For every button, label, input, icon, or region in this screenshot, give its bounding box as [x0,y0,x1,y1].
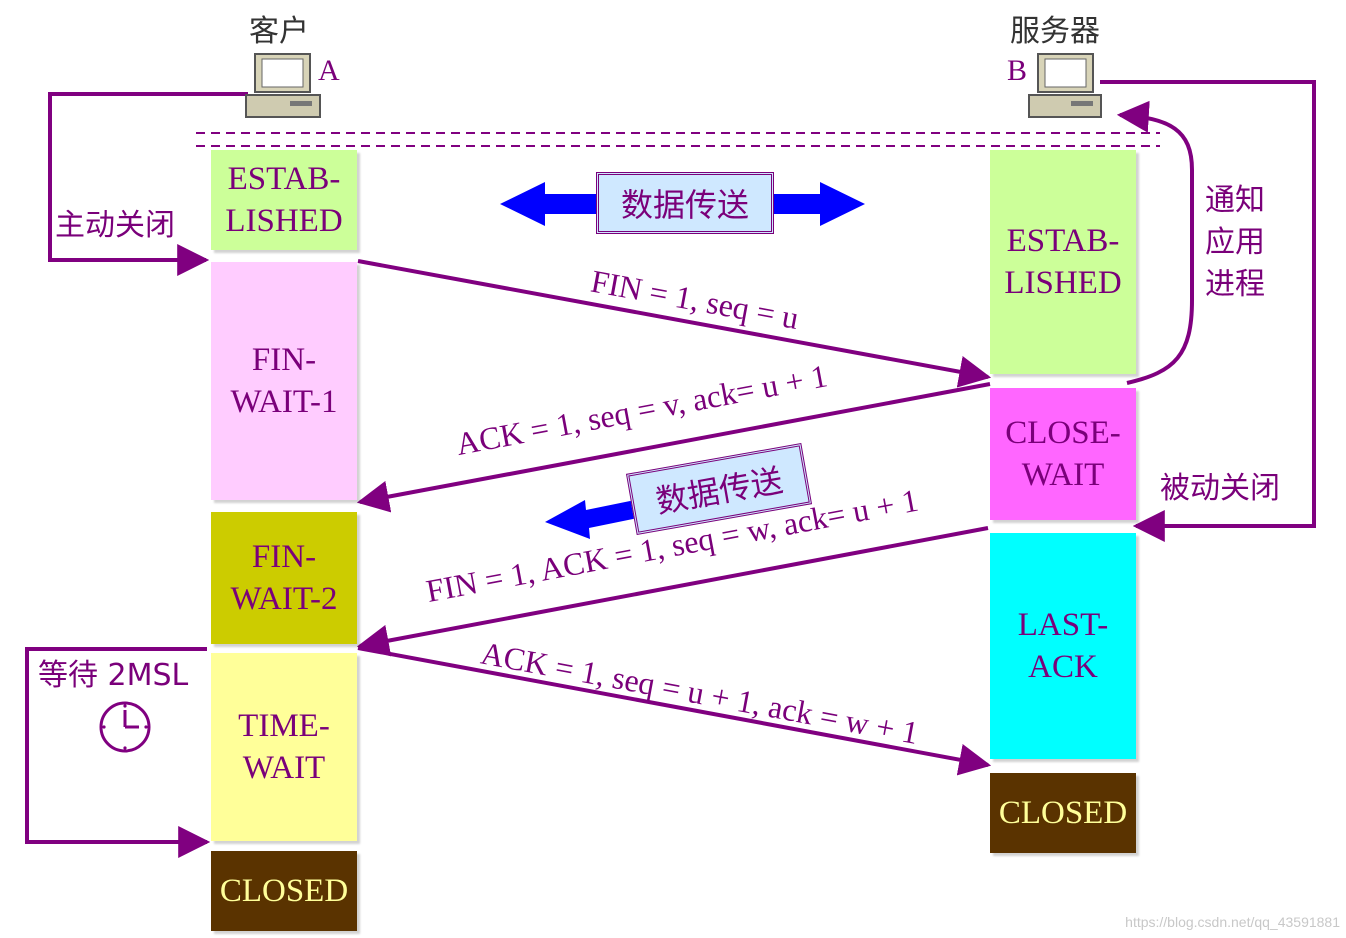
server-state-close-wait: CLOSE- WAIT [990,388,1136,520]
notify-app-label: 通知 应用 进程 [1205,183,1265,302]
server-title: 服务器 [1010,14,1100,49]
data-transfer-box-top: 数据传送 [596,172,774,234]
data-transfer-arrow-left [500,182,600,226]
client-state-established: ESTAB- LISHED [211,150,357,250]
msg-arrow-fin-ack [356,526,989,657]
server-letter: B [1007,54,1028,87]
server-state-closed: CLOSED [990,773,1136,853]
wait-2msl-text: 等待 2MSL [38,658,189,693]
data-transfer-arrow-small [545,500,638,539]
server-computer-icon [1028,53,1102,118]
wait-2msl-line [25,647,211,858]
client-state-fin-wait-2: FIN- WAIT-2 [211,512,357,644]
server-state-established: ESTAB- LISHED [990,150,1136,374]
data-transfer-arrow-right [770,182,865,226]
msg-arrow-ack [356,382,991,513]
passive-close-label: 被动关闭 [1160,471,1280,506]
client-computer-icon [245,53,321,118]
notify-app-curve [1116,100,1194,385]
active-close-line [48,92,248,276]
client-title: 客户 [249,14,309,49]
msg-arrow-fin [357,259,992,388]
client-state-time-wait: TIME- WAIT [211,653,357,841]
active-close-label: 主动关闭 [55,208,175,243]
client-letter: A [318,54,340,87]
clock-icon [99,701,151,753]
client-state-closed: CLOSED [211,851,357,931]
msg-arrow-final-ack [357,646,992,776]
wait-2msl-label: 等待 2MSL [38,655,188,697]
client-state-fin-wait-1: FIN- WAIT-1 [211,262,357,500]
watermark: https://blog.csdn.net/qq_43591881 [1125,914,1340,930]
passive-close-line [1100,80,1316,542]
server-state-last-ack: LAST- ACK [990,533,1136,759]
